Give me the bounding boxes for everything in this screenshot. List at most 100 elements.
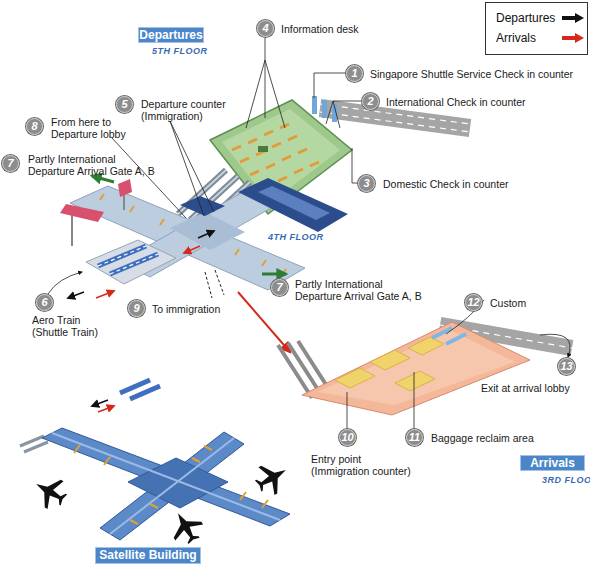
flow-arrow — [198, 231, 214, 238]
airplane — [164, 505, 208, 549]
section-banner: Departures5TH FLOOR — [138, 27, 204, 43]
callout-text: Baggage reclaim area — [431, 432, 571, 444]
legend-text: Departures — [496, 10, 555, 26]
immigration-path — [205, 270, 224, 298]
satellite-gates — [74, 445, 268, 524]
callout-circle: 8From here to Departure lobby — [26, 118, 43, 135]
callout-text: Partly International Departure Arrival G… — [28, 153, 160, 177]
callout-text: Domestic Check in counter — [383, 178, 583, 190]
flow-arrow — [98, 406, 114, 412]
reclaim-block — [395, 371, 435, 391]
floor-label: 3RD FLOOR — [542, 475, 590, 485]
leader-line — [112, 138, 186, 218]
callout-text: Partly International Departure Arrival G… — [295, 278, 427, 302]
main-building-roof — [258, 186, 330, 220]
train-windows — [98, 246, 158, 274]
floor-label: 4TH FLOOR — [268, 232, 324, 242]
runway — [320, 108, 470, 128]
customs-counters — [432, 328, 466, 344]
banner-title: Satellite Building — [96, 548, 200, 562]
legend-row: Departures — [496, 10, 586, 26]
callout-circle: 10Entry point (Immigration counter) — [339, 429, 356, 446]
banner-title: Arrivals — [521, 456, 584, 470]
callout-number: 1 — [347, 66, 362, 81]
glass-column — [322, 100, 327, 118]
callout-circle: 2International Check in counter — [362, 93, 379, 110]
callout-number: 7 — [272, 280, 287, 295]
leader-line — [347, 392, 348, 429]
section-banner: Satellite Building — [95, 547, 201, 564]
callout-circle: 9To immigration — [128, 300, 145, 317]
callout-text: Departure counter (Immigration) — [141, 98, 236, 122]
gate-sign — [118, 179, 132, 197]
airplane — [250, 456, 294, 500]
legend-box: DeparturesArrivals — [485, 2, 588, 55]
legend-text: Arrivals — [496, 30, 536, 46]
legend-arrow — [561, 33, 585, 43]
callout-text: Information desk — [281, 23, 411, 35]
callout-text: Aero Train (Shuttle Train) — [32, 314, 107, 338]
callout-circle: 5Departure counter (Immigration) — [116, 96, 133, 113]
leader-line — [48, 272, 82, 294]
callout-circle: 7Partly International Departure Arrival … — [2, 155, 19, 172]
callout-number: 11 — [407, 430, 422, 445]
callout-number: 12 — [466, 295, 481, 310]
arrow-shaft — [562, 16, 576, 20]
callout-number: 5 — [117, 97, 132, 112]
callout-text: To immigration — [152, 303, 262, 315]
reclaim-block — [335, 368, 375, 388]
leader-line — [246, 37, 285, 128]
arrival-arrow — [238, 292, 290, 352]
main-building — [238, 178, 348, 232]
departure-counter-block — [180, 196, 225, 216]
leader-line — [170, 121, 214, 216]
callout-number: 13 — [559, 359, 574, 374]
callout-circle: 6Aero Train (Shuttle Train) — [36, 294, 53, 311]
leader-line — [414, 372, 415, 429]
leader-line — [352, 148, 358, 183]
arrow-head — [575, 33, 584, 43]
arrival-floor — [302, 322, 530, 415]
callout-circle: 11Baggage reclaim area — [406, 429, 423, 446]
floor-label: 5TH FLOOR — [152, 46, 208, 56]
callout-circle: 1Singapore Shuttle Service Check in coun… — [346, 65, 363, 82]
callout-text: From here to Departure lobby — [51, 116, 151, 140]
aero-train — [130, 386, 160, 399]
flow-arrow — [68, 292, 84, 298]
leader-line — [314, 73, 346, 98]
callout-text: International Check in counter — [386, 96, 586, 108]
callout-number: 9 — [129, 301, 144, 316]
legend-row: Arrivals — [496, 30, 586, 46]
callout-number: 8 — [27, 119, 42, 134]
callout-number: 4 — [258, 21, 273, 36]
flow-arrow — [92, 400, 108, 406]
leader-lines — [48, 37, 570, 429]
third-floor — [278, 322, 572, 415]
leader-line — [540, 334, 570, 357]
callout-number: 10 — [340, 430, 355, 445]
flow-arrow — [184, 246, 200, 253]
section-banner: Arrivals3RD FLOOR — [520, 455, 585, 471]
callout-circle: 3Domestic Check in counter — [358, 175, 375, 192]
callout-number: 2 — [363, 94, 378, 109]
satellite-building — [20, 380, 294, 549]
callout-text: Exit at arrival lobby — [481, 382, 581, 394]
callout-text: Custom — [490, 297, 560, 309]
satellite-ridge — [52, 433, 280, 534]
gate-sign — [60, 204, 104, 222]
legend-arrow — [561, 13, 585, 23]
leader-line — [326, 101, 362, 128]
sign-post — [71, 214, 73, 246]
direction-arrow — [262, 273, 286, 276]
arrow-shaft — [562, 36, 576, 40]
callout-number: 3 — [359, 176, 374, 191]
central-hall — [170, 212, 245, 250]
callout-circle: 12Custom — [465, 294, 482, 311]
information-desk — [258, 146, 268, 152]
callout-circle: 7Partly International Departure Arrival … — [271, 279, 288, 296]
runway-marking — [320, 112, 470, 132]
banner-title: Departures — [139, 28, 203, 42]
arrow-head — [575, 13, 584, 23]
